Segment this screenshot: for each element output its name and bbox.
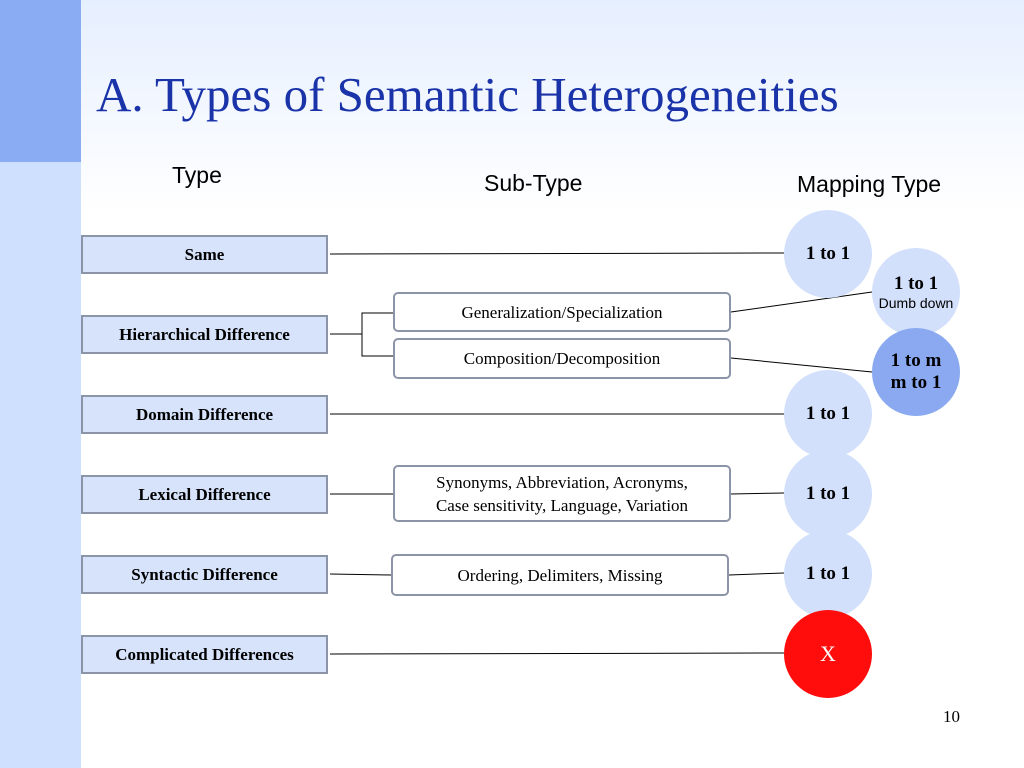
mapping-label: 1 to 1 — [805, 403, 851, 424]
mapping-circle-syntactic: 1 to 1 — [784, 530, 872, 618]
type-box-complicated: Complicated Differences — [81, 635, 328, 674]
connector-complicated — [329, 652, 785, 655]
mapping-label-line1: 1 to m — [890, 350, 942, 371]
subtype-composition: Composition/Decomposition — [393, 338, 731, 379]
mapping-label: 1 to 1 — [805, 563, 851, 584]
mapping-sublabel: Dumb down — [878, 295, 954, 311]
mapping-label-line2: m to 1 — [890, 372, 942, 393]
header-subtype: Sub-Type — [484, 170, 583, 196]
mapping-circle-domain: 1 to 1 — [784, 370, 872, 458]
mapping-label: 1 to 1 — [805, 483, 851, 504]
connector-compose-to-many — [730, 357, 873, 373]
subtype-lexical: Synonyms, Abbreviation, Acronyms, Case s… — [393, 465, 731, 522]
subtype-syntactic: Ordering, Delimiters, Missing — [391, 554, 729, 596]
type-box-syntactic: Syntactic Difference — [81, 555, 328, 594]
mapping-circle-lexical: 1 to 1 — [784, 450, 872, 538]
mapping-label: X — [820, 641, 836, 666]
header-mapping-type: Mapping Type — [797, 171, 942, 197]
connector-syntactic-out — [728, 572, 785, 576]
header-type: Type — [172, 162, 222, 188]
connector-lexical-out — [730, 492, 785, 495]
type-box-hierarchical: Hierarchical Difference — [81, 315, 328, 354]
type-box-lexical: Lexical Difference — [81, 475, 328, 514]
mapping-label: 1 to 1 — [893, 273, 939, 294]
mapping-label: 1 to 1 — [805, 243, 851, 264]
connector-syntactic-in — [329, 573, 393, 576]
mapping-circle-same: 1 to 1 — [784, 210, 872, 298]
mapping-circle-one-to-many: 1 to m m to 1 — [872, 328, 960, 416]
type-box-same: Same — [81, 235, 328, 274]
type-box-domain: Domain Difference — [81, 395, 328, 434]
page-number: 10 — [943, 707, 960, 726]
mapping-circle-dumb-down: 1 to 1 Dumb down — [872, 248, 960, 336]
subtype-lexical-line2: Case sensitivity, Language, Variation — [435, 495, 689, 515]
subtype-lexical-line1: Synonyms, Abbreviation, Acronyms, — [436, 472, 688, 492]
connector-same — [329, 252, 785, 255]
connector-general-to-dumb — [730, 291, 873, 313]
left-accent-block — [0, 0, 81, 162]
mapping-circle-complicated: X — [784, 610, 872, 698]
connector-hier-bracket — [361, 312, 394, 357]
subtype-generalization: Generalization/Specialization — [393, 292, 731, 332]
slide-title: A. Types of Semantic Heterogeneities — [96, 67, 839, 122]
